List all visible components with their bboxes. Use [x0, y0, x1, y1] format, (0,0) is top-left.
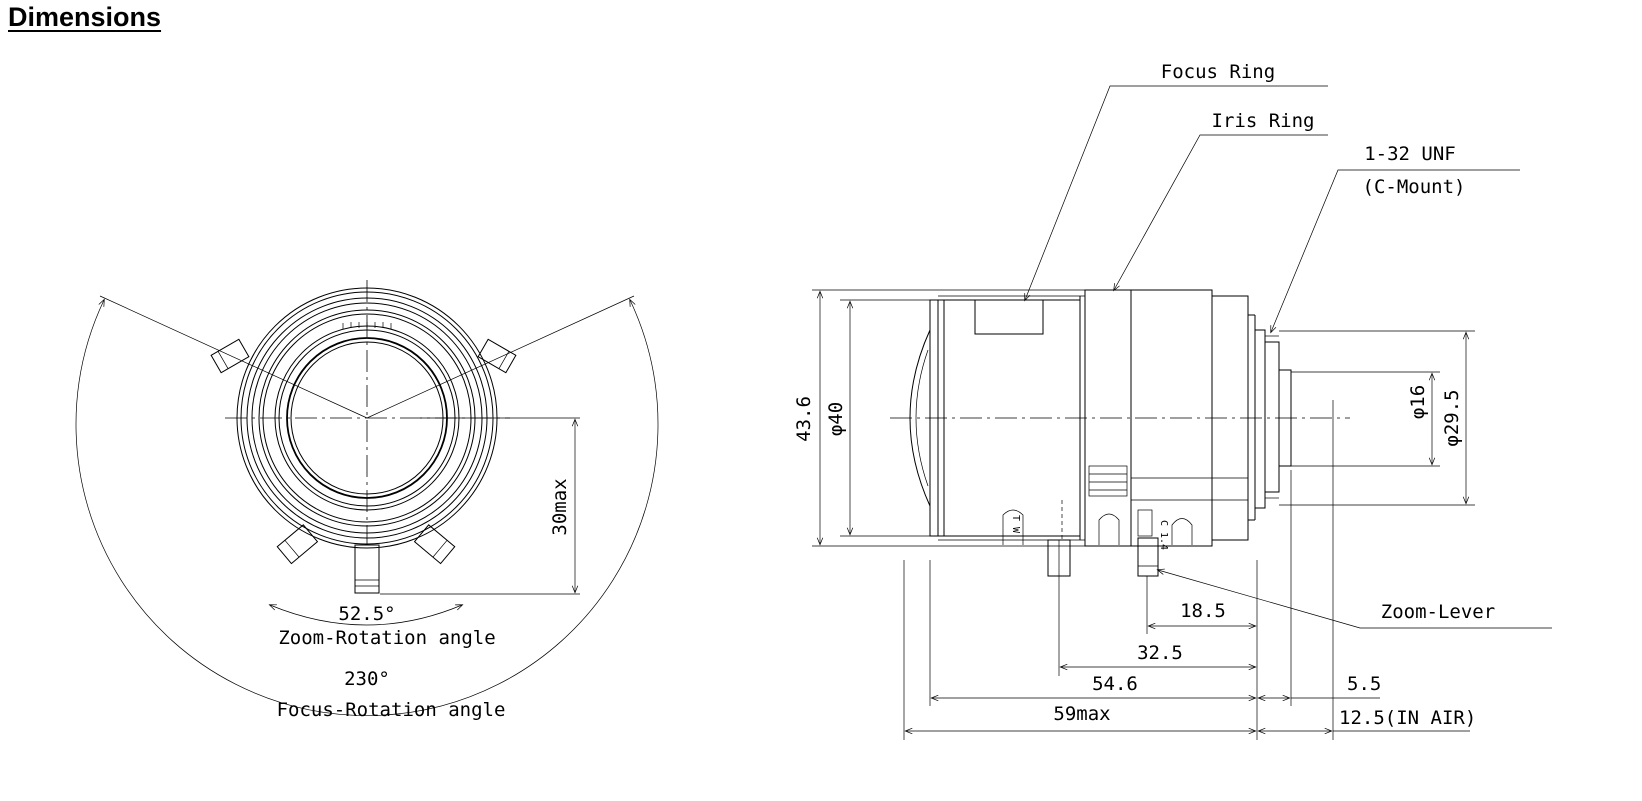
- dim-front-to-mount: 54.6: [1092, 673, 1138, 695]
- zoom-lever-leader: [1156, 568, 1552, 629]
- side-extension-lines: [812, 289, 1475, 740]
- iris-ring-leader: [1113, 134, 1328, 292]
- focus-ring-label: Focus Ring: [1161, 61, 1275, 83]
- front-knurl-ticks: [342, 322, 392, 329]
- dim-barrel-diameter: φ40: [825, 402, 847, 436]
- mount-type-label: (C-Mount): [1363, 176, 1466, 198]
- front-screw-lower-right: [413, 524, 456, 565]
- front-screw-lower-left: [276, 524, 319, 565]
- focus-radial-left: [99, 295, 368, 419]
- front-screw-upper-left: [210, 338, 250, 374]
- c-mount-leader: [1270, 169, 1520, 334]
- dim-rear-diameter-small: φ16: [1407, 385, 1429, 419]
- iris-ring-label: Iris Ring: [1212, 110, 1315, 132]
- front-lens-rings: [236, 287, 498, 549]
- side-view: T W C 1.4: [793, 61, 1552, 740]
- focus-angle-value: 230°: [344, 668, 390, 690]
- focus-ring-window: [974, 299, 1044, 335]
- dim-total-length: 59max: [1053, 703, 1110, 725]
- focus-angle-label: Focus-Rotation angle: [277, 699, 506, 721]
- focus-rotation-arc: [75, 298, 659, 716]
- dim-flange-back: 5.5: [1347, 673, 1381, 695]
- front-screw-upper-right: [477, 338, 517, 374]
- tele-wide-marks: T W: [1010, 515, 1021, 534]
- mount-thread-label: 1-32 UNF: [1364, 143, 1456, 165]
- focus-radial-right: [366, 295, 635, 419]
- zoom-lever-pin: [1137, 537, 1159, 577]
- page-title: Dimensions: [8, 2, 162, 32]
- c-mount: [1254, 329, 1292, 509]
- dim-rear-diameter-large: φ29.5: [1441, 389, 1463, 446]
- iris-ring: [1084, 289, 1132, 547]
- iris-marks: C 1.4: [1158, 520, 1169, 550]
- zoom-rotation-arc: [268, 604, 464, 626]
- focus-ring-leader: [1024, 85, 1328, 302]
- dim-lever-to-mount: 18.5: [1180, 600, 1226, 622]
- zoom-angle-value: 52.5°: [338, 603, 395, 625]
- zoom-lever-label: Zoom-Lever: [1381, 601, 1495, 623]
- dim-outer-diameter: 43.6: [793, 396, 815, 442]
- side-markings: T W C 1.4: [1002, 509, 1193, 550]
- dim-back-focus: 12.5(IN AIR): [1339, 707, 1476, 729]
- front-zoom-lever: [354, 544, 380, 594]
- zoom-angle-label: Zoom-Rotation angle: [278, 627, 495, 649]
- front-view: 30max 52.5° Zoom-Rotation angle 230° Foc…: [75, 280, 659, 721]
- dim-height-30max: 30max: [549, 478, 571, 535]
- dim-lever2-to-mount: 32.5: [1137, 642, 1183, 664]
- front-glass: [909, 329, 931, 507]
